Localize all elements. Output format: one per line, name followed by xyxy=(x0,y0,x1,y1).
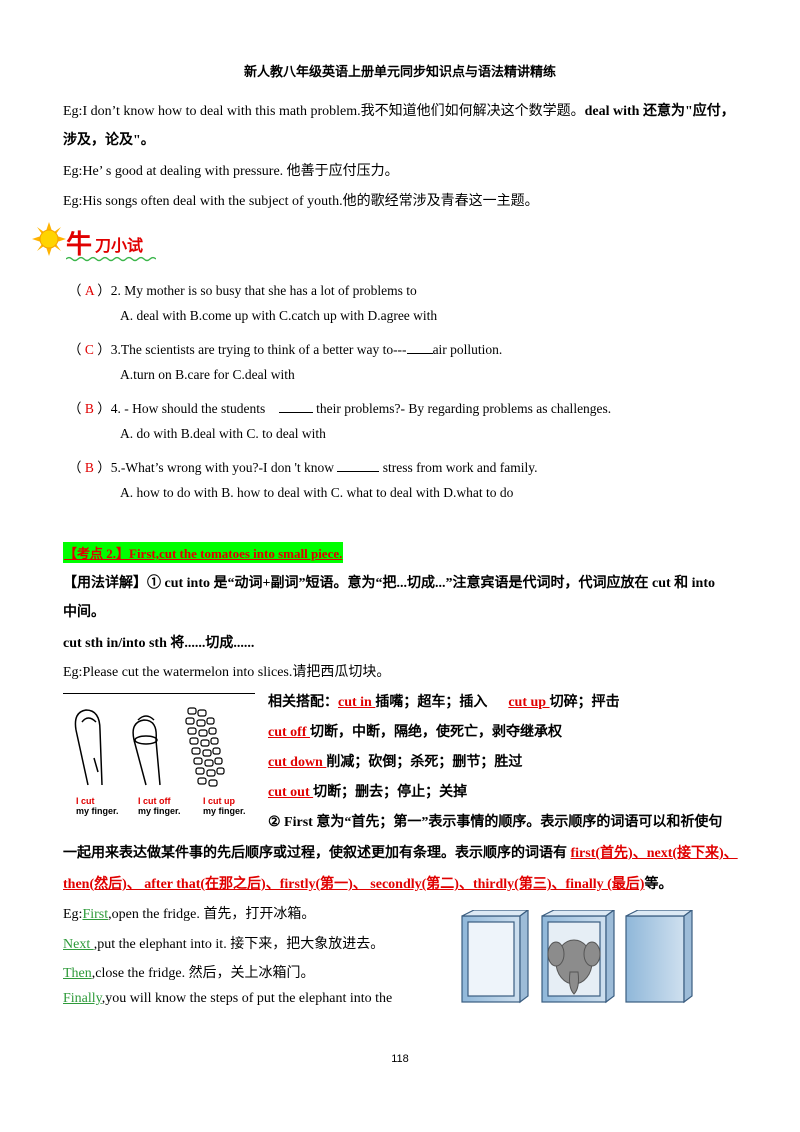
finger-caption-2: I cut off my finger. xyxy=(138,796,181,816)
answer-blank xyxy=(337,459,380,472)
sequence-words-cont: then(然后)、 after that(在那之后)、firstly(第一)、 … xyxy=(63,877,645,892)
caption-verb: I cut xyxy=(76,796,95,806)
answer-blank xyxy=(278,400,313,413)
page-number: 118 xyxy=(391,1053,409,1065)
example-songs: Eg:His songs often deal with the subject… xyxy=(63,194,539,209)
section-title-big: 牛 xyxy=(66,230,93,260)
section-title-rest: 刀小试 xyxy=(95,236,144,255)
example-note-cont: 涉及，论及"。 xyxy=(63,133,155,148)
answer-blank xyxy=(406,341,433,354)
caption-verb: I cut up xyxy=(203,796,235,806)
usage-line-3: cut sth in/into sth 将......切成...... xyxy=(63,636,255,651)
question-4-options: A. do with B.deal with C. to deal with xyxy=(120,426,326,441)
question-2: （ A ）2. My mother is so busy that she ha… xyxy=(68,283,417,298)
meaning-cut-out: 切断；删去；停止；关掉 xyxy=(313,785,468,800)
title-underline-decoration xyxy=(66,256,156,262)
step-text: ,put the elephant into it. 接下来，把大象放进去。 xyxy=(93,937,385,952)
phrase-cut-up: cut up xyxy=(508,695,550,710)
question-4-stem: 4. - How should the students xyxy=(110,401,266,416)
related-row-1: 相关搭配：cut in 插嘴；超车；插入 cut up 切碎；抨击 xyxy=(268,691,620,711)
question-3-options: A.turn on B.care for C.deal with xyxy=(120,367,295,382)
step-word: Next xyxy=(63,937,94,952)
question-5-stem: 5.-What’s wrong with you?-I don 't know xyxy=(110,460,335,475)
caption-verb: I cut off xyxy=(138,796,171,806)
example-watermelon: Eg:Please cut the watermelon into slices… xyxy=(63,665,391,680)
example-deal-with-math: Eg:I don’t know how to deal with this ma… xyxy=(63,100,735,120)
finger-illustration xyxy=(68,700,248,795)
meaning-cut-off: 切断，中断，隔绝，使死亡，剥夺继承权 xyxy=(310,725,562,740)
step-word: Finally xyxy=(63,991,102,1006)
meaning-cut-down: 削减；砍倒；杀死；删节；胜过 xyxy=(326,755,523,770)
step-then: Then,close the fridge. 然后，关上冰箱门。 xyxy=(63,962,315,982)
usage-line-2: 中间。 xyxy=(63,605,105,620)
first-usage-text: 一起用来表达做某件事的先后顺序或过程，使叙述更加有条理。表示顺序的词语有 xyxy=(63,846,571,861)
first-usage-line-1: ② First 意为“首先；第一”表示事情的顺序。表示顺序的词语可以和祈使句 xyxy=(268,815,723,830)
related-row-3: cut down 削减；砍倒；杀死；删节；胜过 xyxy=(268,751,522,771)
question-3-stem-end: air pollution. xyxy=(432,342,503,357)
step-word: First xyxy=(82,907,109,922)
step-finally: Finally,you will know the steps of put t… xyxy=(63,991,392,1007)
step-text: ,close the fridge. 然后，关上冰箱门。 xyxy=(91,966,315,981)
finger-caption-3: I cut up my finger. xyxy=(203,796,246,816)
phrase-cut-down: cut down xyxy=(268,755,327,770)
finger-caption-1: I cut my finger. xyxy=(76,796,119,816)
phrase-cut-in: cut in xyxy=(338,695,376,710)
caption-object: my finger. xyxy=(76,806,119,816)
question-3-stem: 3.The scientists are trying to think of … xyxy=(110,342,407,357)
answer-3: C xyxy=(84,342,94,357)
kaodian-badge: 【考点 2.】First,cut the tomatoes into small… xyxy=(63,542,344,563)
first-usage-line-3: then(然后)、 after that(在那之后)、firstly(第一)、 … xyxy=(63,873,672,893)
step-text: ,you will know the steps of put the elep… xyxy=(101,991,393,1006)
first-usage-line-2: 一起用来表达做某件事的先后顺序或过程，使叙述更加有条理。表示顺序的词语有 fir… xyxy=(63,842,738,862)
usage-line-1: 【用法详解】① cut into 是“动词+副词”短语。意为“把...切成...… xyxy=(63,576,715,591)
question-5: （ B ）5.-What’s wrong with you?-I don 't … xyxy=(68,459,538,475)
question-4: （ B ）4. - How should the students their … xyxy=(68,400,612,416)
step-word: Then xyxy=(63,966,92,981)
question-2-options: A. deal with B.come up with C.catch up w… xyxy=(120,308,438,323)
question-2-stem: 2. My mother is so busy that she has a l… xyxy=(110,283,417,298)
phrase-cut-off: cut off xyxy=(268,725,310,740)
answer-4: B xyxy=(84,401,94,416)
related-row-2: cut off 切断，中断，隔绝，使死亡，剥夺继承权 xyxy=(268,721,562,741)
meaning-cut-up: 切碎；抨击 xyxy=(549,695,620,710)
question-5-options: A. how to do with B. how to deal with C.… xyxy=(120,485,514,500)
step-prefix: Eg: xyxy=(63,907,83,922)
step-first: Eg:First,open the fridge. 首先，打开冰箱。 xyxy=(63,903,315,923)
meaning-cut-in: 插嘴；超车；插入 xyxy=(375,695,488,710)
answer-2: A xyxy=(84,283,94,298)
sun-icon xyxy=(32,222,66,256)
fridge-elephant-illustration xyxy=(458,908,698,1015)
example-text: Eg:I don’t know how to deal with this ma… xyxy=(63,104,585,119)
first-usage-end: 等。 xyxy=(644,877,673,892)
caption-object: my finger. xyxy=(203,806,246,816)
sequence-words: first(首先)、next(接下来)、 xyxy=(570,846,738,861)
page-header: 新人教八年级英语上册单元同步知识点与语法精讲精练 xyxy=(243,64,556,79)
divider xyxy=(63,693,255,694)
step-next: Next ,put the elephant into it. 接下来，把大象放… xyxy=(63,933,384,953)
question-3: （ C ）3.The scientists are trying to thin… xyxy=(68,341,503,357)
related-row-4: cut out 切断；删去；停止；关掉 xyxy=(268,781,467,801)
example-pressure: Eg:He’ s good at dealing with pressure. … xyxy=(63,164,399,179)
answer-5: B xyxy=(84,460,94,475)
example-note: deal with 还意为"应付， xyxy=(584,104,735,119)
question-5-stem-end: stress from work and family. xyxy=(382,460,538,475)
question-4-stem-end: their problems?- By regarding problems a… xyxy=(316,401,612,416)
step-text: ,open the fridge. 首先，打开冰箱。 xyxy=(108,907,316,922)
phrase-cut-out: cut out xyxy=(268,785,314,800)
caption-object: my finger. xyxy=(138,806,181,816)
related-label: 相关搭配： xyxy=(268,695,338,710)
